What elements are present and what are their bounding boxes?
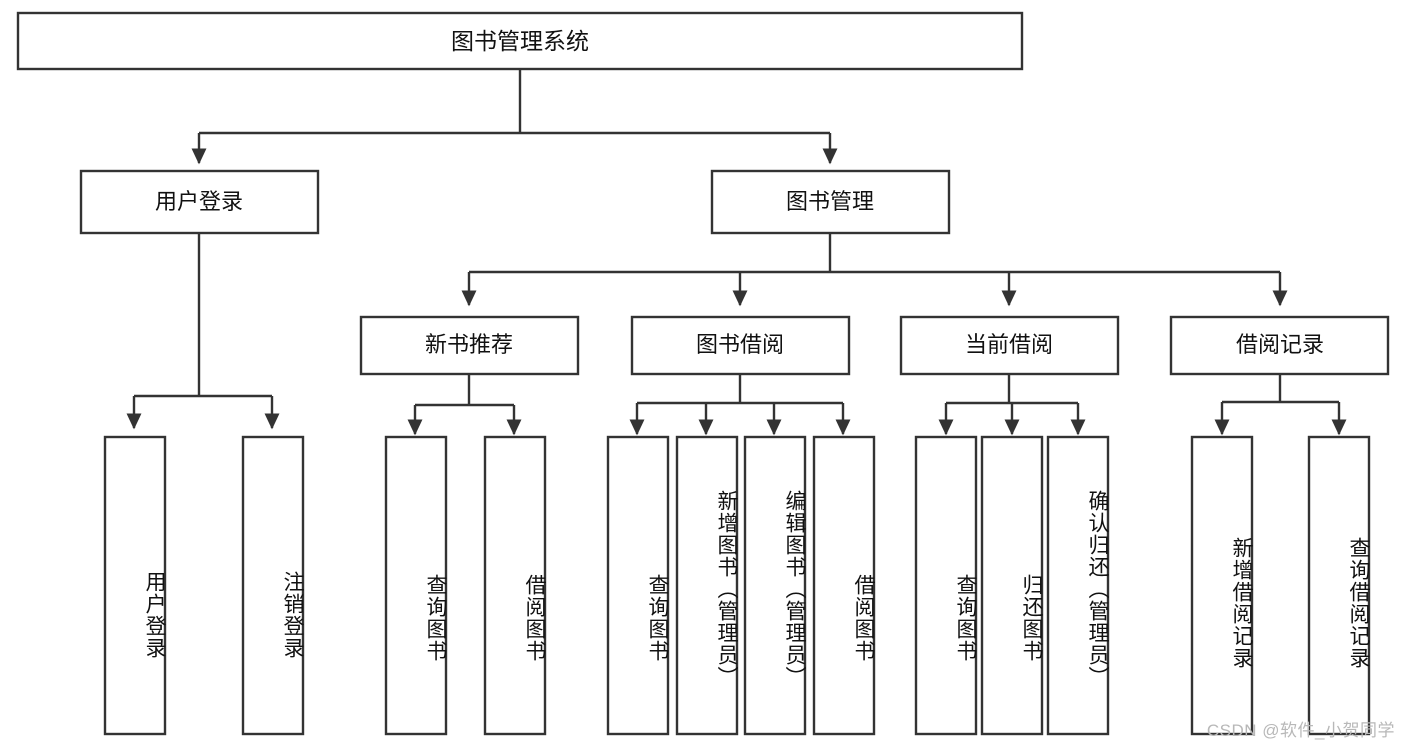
node-borrow-record[interactable]: 借阅记录 — [1169, 315, 1390, 376]
leaf-box-current-borrow-0[interactable] — [914, 435, 978, 736]
leaf-box-new-book-rec-0[interactable] — [384, 435, 448, 736]
node-root[interactable]: 图书管理系统 — [16, 11, 1024, 71]
leaf-box-user-login-0[interactable] — [103, 435, 167, 736]
watermark: CSDN @软件_小贺同学 — [1206, 721, 1395, 740]
node-book-manage-label: 图书管理 — [786, 189, 874, 214]
node-current-borrow-box — [899, 315, 1120, 376]
connector-borrow-record-to-leaves — [1214, 374, 1347, 436]
leaf-box-user-login-1[interactable] — [241, 435, 305, 736]
node-book-manage[interactable]: 图书管理 — [710, 169, 951, 235]
leaf-box-current-borrow-2[interactable] — [1046, 435, 1110, 736]
connector-book-manage-to-level3 — [461, 233, 1288, 307]
leaf-box-book-borrow-0[interactable] — [606, 435, 670, 736]
leaf-box-current-borrow-1[interactable] — [980, 435, 1044, 736]
leaf-box-book-borrow-2[interactable] — [743, 435, 807, 736]
node-current-borrow[interactable]: 当前借阅 — [899, 315, 1120, 376]
node-new-book-rec[interactable]: 新书推荐 — [359, 315, 580, 376]
node-user-login-box — [79, 169, 320, 235]
node-new-book-rec-box — [359, 315, 580, 376]
leaf-box-borrow-record-0[interactable] — [1190, 435, 1254, 736]
node-current-borrow-label: 当前借阅 — [965, 332, 1053, 357]
node-book-borrow[interactable]: 图书借阅 — [630, 315, 851, 376]
node-user-login[interactable]: 用户登录 — [79, 169, 320, 235]
leaf-box-book-borrow-1[interactable] — [675, 435, 739, 736]
connector-user-login-to-leaves — [126, 233, 280, 430]
connector-current-borrow-to-leaves — [938, 374, 1086, 436]
node-borrow-record-label: 借阅记录 — [1236, 332, 1324, 357]
leaf-box-book-borrow-3[interactable] — [812, 435, 876, 736]
node-root-box — [16, 11, 1024, 71]
node-book-borrow-label: 图书借阅 — [696, 332, 784, 357]
leaf-box-borrow-record-1[interactable] — [1307, 435, 1371, 736]
node-new-book-rec-label: 新书推荐 — [425, 332, 513, 357]
connector-root-to-level2 — [191, 69, 838, 165]
connector-book-borrow-to-leaves — [629, 374, 851, 436]
leaf-boxes — [103, 435, 1371, 736]
node-root-label: 图书管理系统 — [451, 28, 589, 54]
leaf-box-new-book-rec-1[interactable] — [483, 435, 547, 736]
node-user-login-label: 用户登录 — [155, 189, 243, 214]
connector-new-book-rec-to-leaves — [407, 374, 522, 436]
